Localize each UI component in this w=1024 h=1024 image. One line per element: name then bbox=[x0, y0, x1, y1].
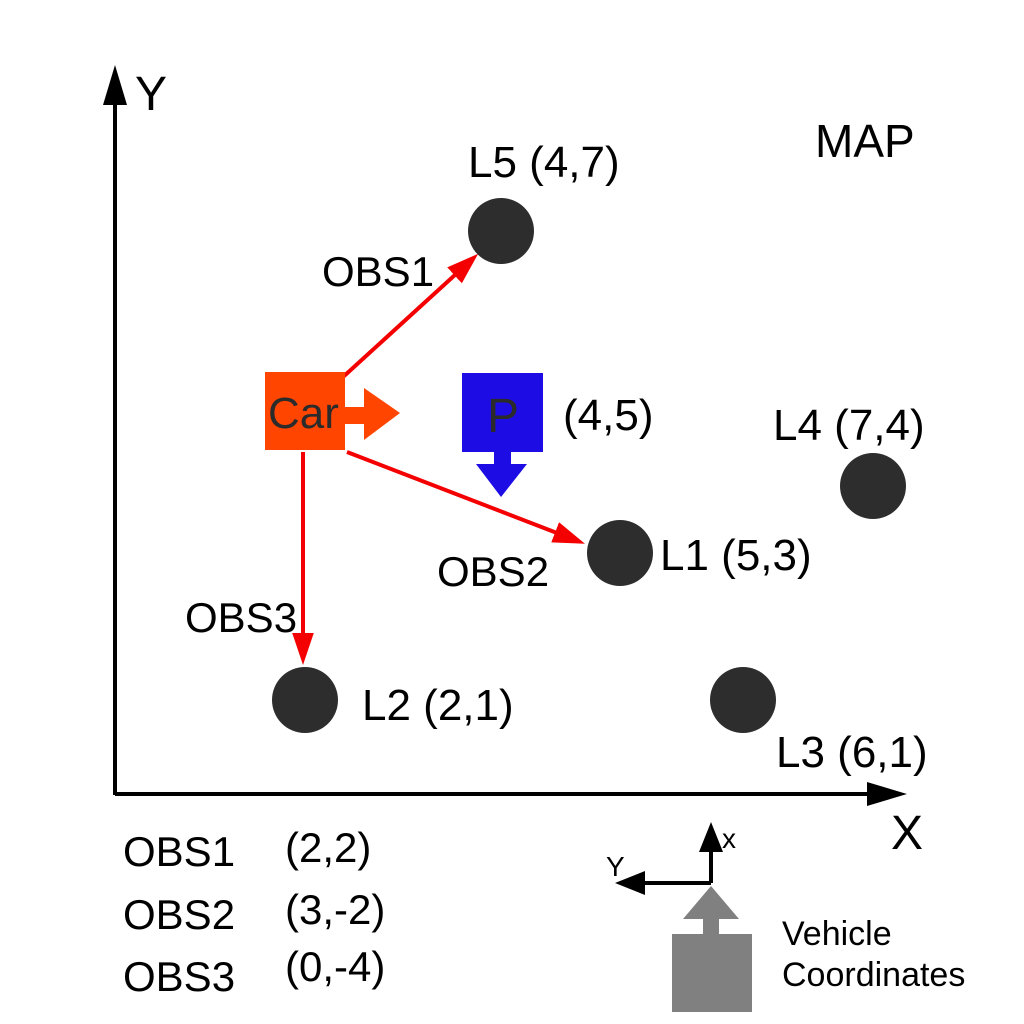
vehicle-body-icon bbox=[672, 934, 752, 1012]
landmark-l1-dot bbox=[587, 520, 653, 586]
vehicle-caption-line1: Vehicle bbox=[782, 915, 892, 953]
landmark-l2-label: L2 (2,1) bbox=[362, 681, 514, 730]
landmark-l4-dot bbox=[840, 453, 906, 519]
landmark-l5-dot bbox=[468, 198, 534, 264]
landmark-l3-label: L3 (6,1) bbox=[776, 728, 928, 777]
obs1-ray-arrow bbox=[341, 253, 479, 379]
estimate-box bbox=[462, 373, 543, 452]
vehicle-caption-line2: Coordinates bbox=[782, 956, 965, 994]
obs1-ray-label: OBS1 bbox=[322, 248, 434, 295]
car-heading-arrow-head bbox=[364, 388, 400, 440]
vehicle-heading-arrow-head bbox=[683, 886, 739, 919]
obs-table-row3-value: (0,-4) bbox=[285, 943, 385, 990]
obs-table-row2-value: (3,-2) bbox=[285, 886, 385, 933]
obs2-ray-label: OBS2 bbox=[437, 548, 549, 595]
y-axis-label: Y bbox=[135, 68, 167, 121]
landmark-l2-dot bbox=[272, 667, 338, 733]
estimate-marker: P bbox=[462, 373, 543, 497]
landmark-l1-label: L1 (5,3) bbox=[660, 531, 812, 580]
estimate-label: P bbox=[487, 390, 519, 443]
car-box bbox=[265, 372, 345, 450]
obs-table-row1-name: OBS1 bbox=[123, 828, 235, 875]
obs-table-row2-name: OBS2 bbox=[123, 891, 235, 938]
landmark-l4-label: L4 (7,4) bbox=[773, 401, 925, 450]
car-heading-arrow-stem bbox=[344, 407, 364, 424]
estimate-heading-arrow-head bbox=[476, 464, 527, 497]
vehicle-heading-arrow-stem bbox=[703, 919, 719, 935]
vehicle-x-axis-label: x bbox=[722, 823, 736, 854]
car-marker: Car bbox=[265, 372, 400, 450]
obs-table-row1-value: (2,2) bbox=[285, 824, 371, 871]
x-axis-label: X bbox=[891, 807, 923, 860]
observation-table: OBS1 (2,2) OBS2 (3,-2) OBS3 (0,-4) bbox=[123, 824, 385, 1000]
estimate-heading-arrow-stem bbox=[494, 452, 511, 464]
vehicle-y-axis-label: Y bbox=[606, 851, 625, 882]
obs-table-row3-name: OBS3 bbox=[123, 953, 235, 1000]
obs3-ray-label: OBS3 bbox=[185, 594, 297, 641]
map-title: MAP bbox=[815, 115, 915, 167]
estimate-coords-label: (4,5) bbox=[563, 391, 653, 440]
car-label: Car bbox=[268, 389, 339, 438]
obs2-ray-arrow bbox=[346, 450, 585, 544]
landmark-l3-dot bbox=[710, 667, 776, 733]
landmark-l5-label: L5 (4,7) bbox=[468, 138, 620, 187]
vehicle-coordinates-legend: x Y Vehicle Coordinates bbox=[606, 822, 965, 1012]
